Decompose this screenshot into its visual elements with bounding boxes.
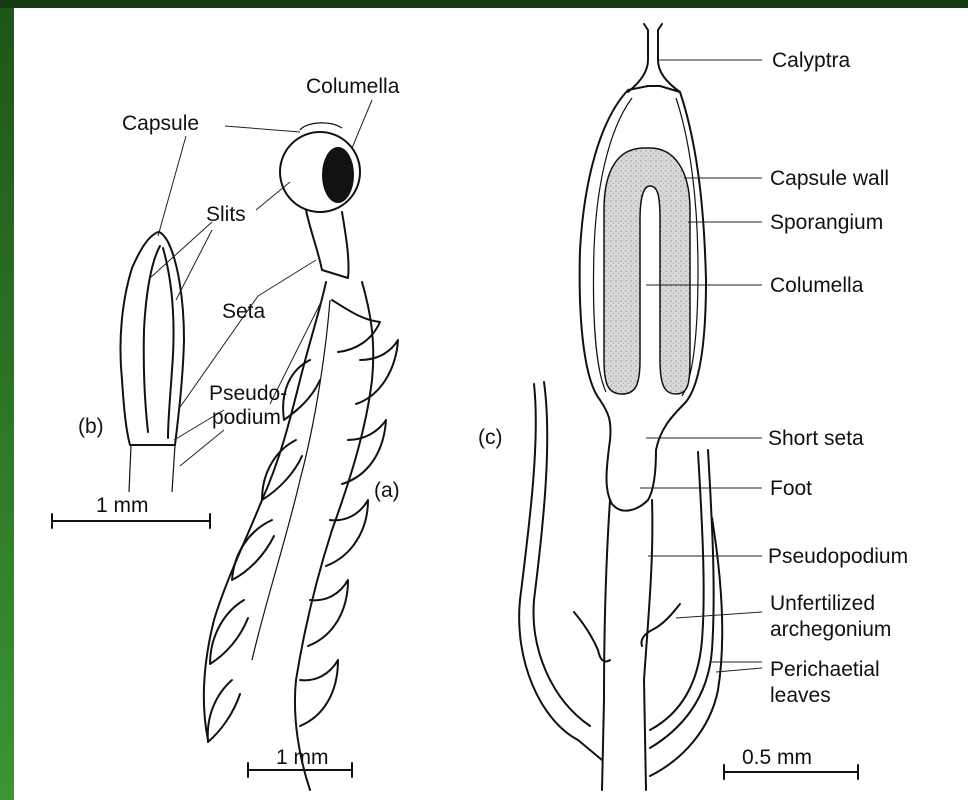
label-columella-a: Columella <box>306 75 400 98</box>
label-columella-c: Columella <box>770 274 864 297</box>
panel-label-b: (b) <box>78 415 104 438</box>
capsule-b-slit <box>163 248 174 438</box>
capsule-b-inner <box>144 246 160 432</box>
leaf-7 <box>326 500 368 566</box>
label-pseudopodium-line1: Pseudo- <box>209 382 287 405</box>
pseudopodium-b <box>129 445 175 492</box>
label-pseudopodium-c: Pseudopodium <box>768 545 908 568</box>
panel-b-drawing <box>120 232 184 492</box>
label-foot: Foot <box>770 477 812 500</box>
label-perichaetial-line2: leaves <box>770 684 831 707</box>
leaf-11 <box>300 660 338 726</box>
sporangium <box>604 148 690 394</box>
label-unfertilized-line1: Unfertilized <box>770 592 875 615</box>
label-seta-a: Seta <box>222 300 266 323</box>
leaf-10 <box>208 680 240 742</box>
scale-bar-c-label: 0.5 mm <box>742 746 812 769</box>
panel-c-drawing <box>519 24 722 790</box>
label-sporangium: Sporangium <box>770 211 883 234</box>
label-short-seta: Short seta <box>768 427 864 450</box>
leaf-3 <box>356 340 398 404</box>
pseudopodium-c <box>602 500 652 790</box>
leaf-4 <box>262 440 302 500</box>
leaf-8 <box>210 600 248 664</box>
label-perichaetial-line1: Perichaetial <box>770 658 880 681</box>
scale-bar-a: 1 mm <box>248 746 352 777</box>
leaf-2 <box>283 360 320 420</box>
scale-bar-a-label: 1 mm <box>276 746 329 769</box>
scale-bar-b: 1 mm <box>52 494 210 528</box>
label-capsule-ab: Capsule <box>122 112 199 135</box>
moss-sporophyte-diagram: Columella Capsule Slits Seta Pseudo- pod… <box>14 8 968 800</box>
leaf-6 <box>232 520 274 580</box>
top-border <box>0 0 968 8</box>
label-slits: Slits <box>206 203 246 226</box>
leafy-shoot <box>204 282 374 790</box>
panel-label-c: (c) <box>478 426 503 449</box>
columella-a <box>322 147 354 203</box>
left-border <box>0 8 14 800</box>
scale-bar-b-label: 1 mm <box>96 494 149 517</box>
diagram-canvas: Columella Capsule Slits Seta Pseudo- pod… <box>14 8 968 800</box>
label-capsule-wall: Capsule wall <box>770 167 889 190</box>
perichaetial-leaf-left-inner <box>534 382 590 726</box>
perichaetial-leaf-left-outer <box>519 384 602 760</box>
label-unfertilized-line2: archegonium <box>770 618 891 641</box>
label-pseudopodium-line2: podium <box>212 406 281 429</box>
perichaetial-leaf-right-inner <box>650 452 704 730</box>
scale-bar-c: 0.5 mm <box>724 746 858 779</box>
seta-a <box>306 210 349 278</box>
panel-label-a: (a) <box>374 479 400 502</box>
calyptra <box>628 24 680 92</box>
label-calyptra: Calyptra <box>772 49 851 72</box>
